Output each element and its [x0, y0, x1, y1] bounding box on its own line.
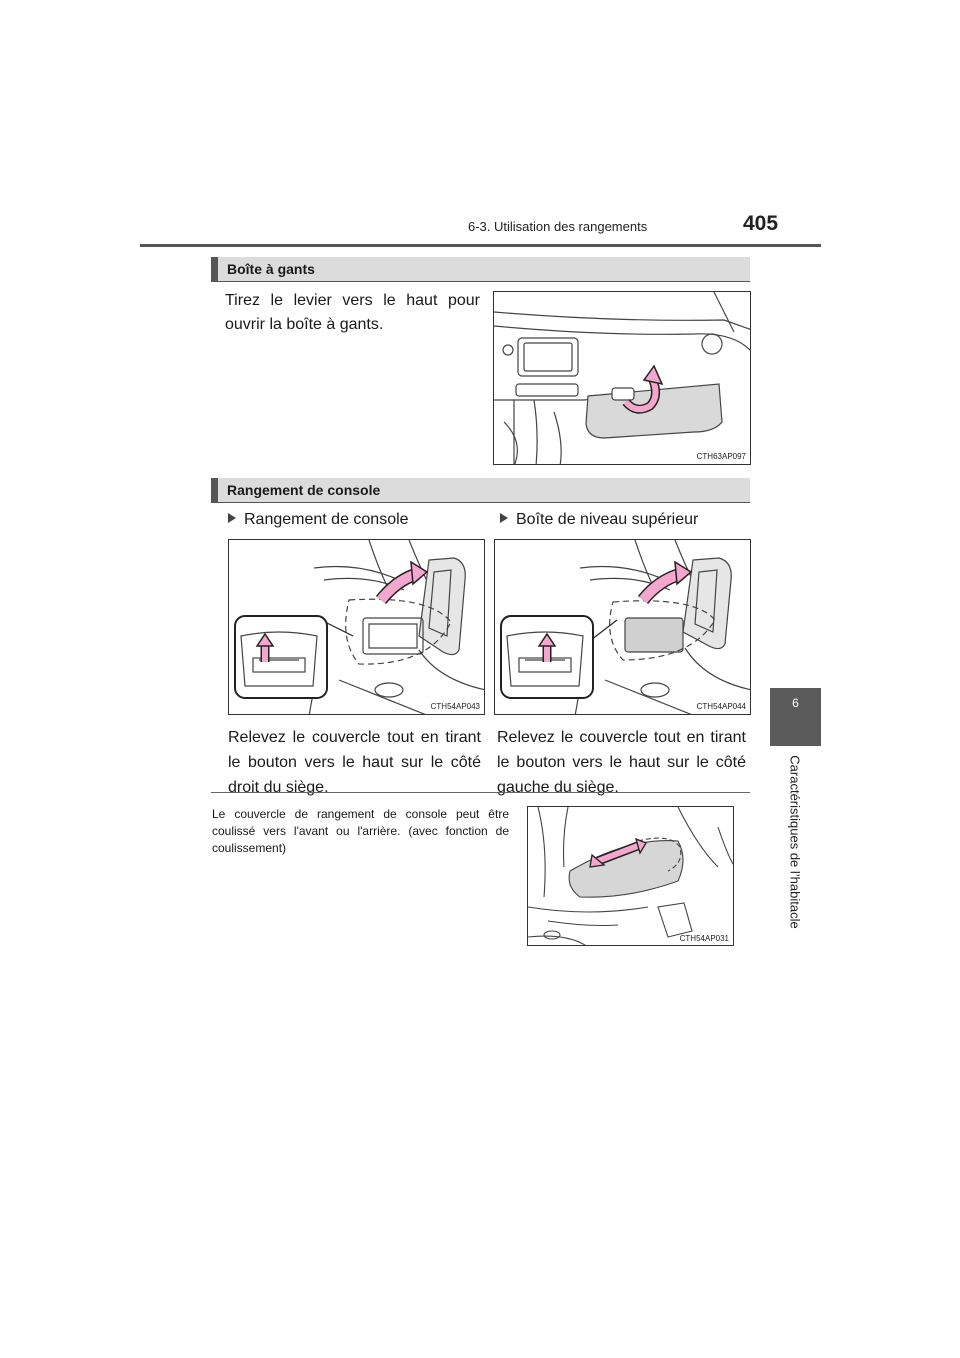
- section-heading-text: Rangement de console: [227, 482, 381, 498]
- figure-code: CTH54AP044: [696, 702, 746, 711]
- sliding-note: Le couvercle de rangement de console peu…: [212, 807, 509, 855]
- header-rule: [140, 244, 821, 247]
- chapter-title: Caractéristiques de l’habitacle: [787, 755, 803, 929]
- running-header-title: 6-3. Utilisation des rangements: [468, 219, 648, 234]
- subsection-title-upper-box: Boîte de niveau supérieur: [500, 511, 698, 529]
- sliding-console-illustration: CTH54AP031: [527, 806, 734, 946]
- section-heading-glove-box: Boîte à gants: [211, 257, 750, 281]
- chapter-tab: [770, 688, 821, 746]
- triangle-bullet-icon: [228, 513, 236, 523]
- page-number: 405: [743, 212, 779, 235]
- glove-box-illustration: CTH63AP097: [493, 291, 751, 465]
- console-storage-instructions: Relevez le couvercle tout en tirant le b…: [228, 729, 481, 796]
- note-rule: [211, 792, 750, 793]
- triangle-bullet-icon: [500, 513, 508, 523]
- glove-box-instructions: Tirez le levier vers le haut pour ouvrir…: [225, 292, 480, 333]
- section-heading-text: Boîte à gants: [227, 261, 315, 277]
- figure-code: CTH54AP031: [679, 934, 729, 943]
- figure-code: CTH63AP097: [696, 452, 746, 461]
- upper-box-instructions: Relevez le couvercle tout en tirant le b…: [497, 729, 746, 796]
- chapter-number: 6: [792, 696, 799, 710]
- figure-code: CTH54AP043: [430, 702, 480, 711]
- subsection-title-console: Rangement de console: [228, 511, 409, 529]
- subsection-title-text: Boîte de niveau supérieur: [516, 511, 699, 528]
- section-heading-console: Rangement de console: [211, 478, 750, 502]
- upper-box-illustration: CTH54AP044: [494, 539, 751, 715]
- console-storage-illustration: CTH54AP043: [228, 539, 485, 715]
- section-rule: [211, 281, 750, 282]
- subsection-title-text: Rangement de console: [244, 511, 409, 528]
- section-rule: [211, 502, 750, 503]
